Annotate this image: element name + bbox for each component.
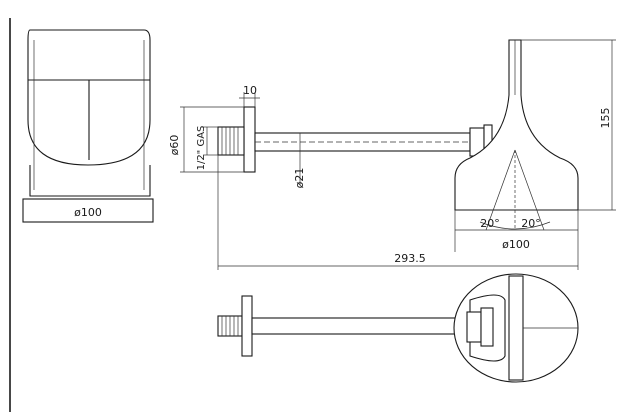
spray-angle-left-label: 20° <box>480 217 500 230</box>
top-view-thread-hatching <box>221 316 239 336</box>
overall-length-dim: 293.5 <box>217 155 579 270</box>
front-view: ø100 <box>22 29 154 223</box>
flange-diameter-dim: ø60 <box>168 106 244 173</box>
head-height-label: 155 <box>599 108 612 129</box>
top-view-collar <box>466 311 482 343</box>
head-height-dim: 155 <box>521 39 616 211</box>
shower-head-body <box>454 39 579 211</box>
flange-diameter-label: ø60 <box>168 135 181 156</box>
flange-thickness-label: 10 <box>243 84 257 97</box>
spray-left-line <box>485 149 516 231</box>
overall-length-label: 293.5 <box>394 252 426 265</box>
flange-thickness-dim: 10 <box>239 84 260 107</box>
thread-dim: 1/2" GAS <box>196 126 218 171</box>
head-width-label: ø100 <box>502 238 530 251</box>
top-view-stem <box>508 275 524 381</box>
top-view-flange <box>241 295 253 357</box>
side-view: 20° 20° ø100 <box>217 39 579 252</box>
top-view-head-inner <box>469 294 506 362</box>
top-view <box>217 273 579 383</box>
spray-right-line <box>514 149 545 231</box>
spray-angle-right-label: 20° <box>521 217 541 230</box>
arm-diameter-label: ø21 <box>293 168 306 189</box>
top-view-arm <box>251 317 468 335</box>
arm-diameter-dim: ø21 <box>293 133 306 188</box>
top-view-collar-nut <box>480 307 494 347</box>
thread-label: 1/2" GAS <box>196 126 207 171</box>
wall-flange <box>243 106 256 173</box>
front-view-lower-body <box>29 165 151 197</box>
thread-hatching <box>221 127 239 155</box>
front-view-width-label: ø100 <box>74 206 102 219</box>
front-view-base-plate <box>22 198 154 223</box>
spray-angle-arc <box>479 221 551 230</box>
